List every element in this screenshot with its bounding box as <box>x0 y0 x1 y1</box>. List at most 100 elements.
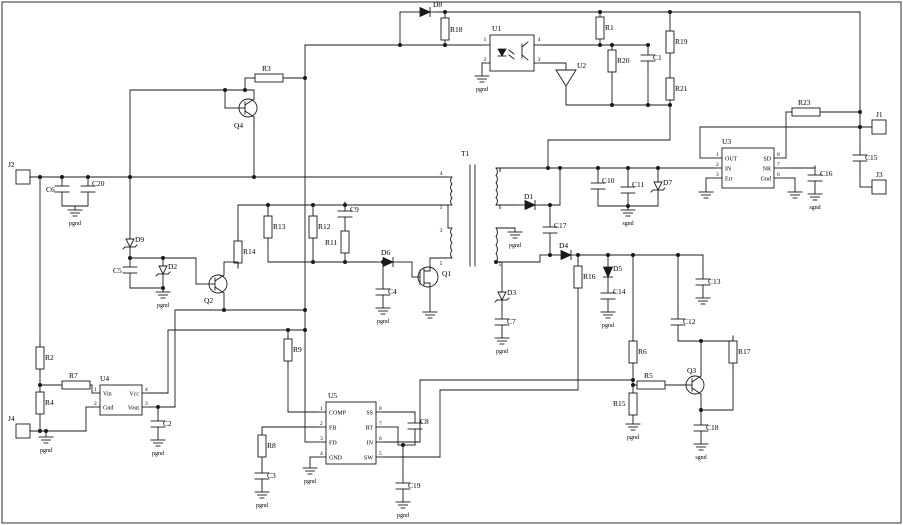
junction-dot <box>155 404 160 409</box>
resistor-r15 <box>628 392 638 416</box>
junction-dot <box>631 377 636 382</box>
diode-d1 <box>524 199 536 211</box>
pin-number: 4 <box>538 37 541 43</box>
ground-label: pgnd <box>397 513 409 519</box>
pin-number: 1 <box>440 205 443 211</box>
label-d7: D7 <box>663 178 672 187</box>
label-r7: R7 <box>69 371 78 380</box>
ic-pin-label: OUT <box>725 157 738 163</box>
ic-pin-label: NR <box>763 167 771 173</box>
junction-dot <box>127 174 132 179</box>
label-c15: C15 <box>865 153 878 162</box>
ic-pin-label: COMP <box>329 411 347 417</box>
pin-number: 5 <box>379 451 382 457</box>
resistor-r16 <box>573 265 583 289</box>
junction-dot <box>265 202 270 207</box>
npn-q3 <box>691 387 702 395</box>
pin-number: 6 <box>379 436 382 442</box>
resistor-r11 <box>340 230 350 254</box>
label-r11: R11 <box>325 238 337 247</box>
ground-label: pgnd <box>627 435 639 441</box>
ic-pin-label: SD <box>763 157 771 163</box>
ic-pin-label: FB <box>329 426 336 432</box>
led-symbol <box>497 48 507 57</box>
pin-number: 6 <box>499 205 502 211</box>
label-c13: C13 <box>708 277 721 286</box>
junction-dot <box>342 259 347 264</box>
junction-dot <box>631 252 636 257</box>
junction-dot <box>285 327 290 332</box>
pin-number: 4 <box>320 451 323 457</box>
junction-dot <box>400 442 405 447</box>
label-r19: R19 <box>675 37 688 46</box>
label-j1: J1 <box>876 110 883 119</box>
zener_v-d9 <box>134 244 138 248</box>
resistor-r12 <box>308 215 318 239</box>
label-r5: R5 <box>644 371 653 380</box>
diode-d4 <box>560 249 572 261</box>
label-u4: U4 <box>100 374 109 383</box>
label-c20: C20 <box>92 179 105 188</box>
ground-label: pgnd <box>40 448 52 454</box>
junction-dot <box>548 252 553 257</box>
pin-number: 3 <box>538 57 541 63</box>
pin-number: 8 <box>379 406 382 412</box>
diode-d5 <box>602 266 614 278</box>
pin-number: 5 <box>499 262 502 268</box>
diode-d6 <box>382 256 394 268</box>
label-r4: R4 <box>45 398 54 407</box>
pin-number: 8 <box>777 152 780 158</box>
ic-pin-label: GND <box>329 456 343 462</box>
pin-number: 3 <box>145 401 148 407</box>
zener_v-d9 <box>122 246 126 250</box>
junction-dot <box>668 9 673 14</box>
junction-dot <box>699 338 704 343</box>
opto-u1 <box>508 54 515 60</box>
junction-dot <box>302 76 307 81</box>
pin-number: 6 <box>777 172 780 178</box>
label-c17: C17 <box>554 221 567 230</box>
ic-u5 <box>325 401 377 465</box>
label-d9: D9 <box>135 235 144 244</box>
resistor-r9 <box>283 338 293 362</box>
label-c3: C3 <box>267 471 276 480</box>
label-t1: T1 <box>461 149 470 158</box>
junction-dot <box>699 407 704 412</box>
transformer-winding <box>495 227 498 263</box>
optocoupler-u1 <box>489 34 535 72</box>
connector-j4 <box>15 423 31 439</box>
ic-pin-label: IN <box>725 167 732 173</box>
resistor-r20 <box>607 49 617 73</box>
label-r21: R21 <box>675 84 688 93</box>
junction-dot <box>242 88 247 93</box>
connector-j3 <box>871 179 887 195</box>
junction-dot <box>858 125 863 130</box>
junction-dot <box>646 103 651 108</box>
junction-dot <box>310 202 315 207</box>
ground-label: pgnd <box>377 319 389 325</box>
label-d6: D6 <box>381 248 390 257</box>
zener_v-d7 <box>662 187 666 191</box>
label-r3: R3 <box>262 64 271 73</box>
ground-label: pgnd <box>304 479 316 485</box>
pin-number: 8 <box>499 168 502 174</box>
resistor-r13 <box>263 215 273 239</box>
label-r20: R20 <box>617 56 630 65</box>
label-q2: Q2 <box>204 296 213 305</box>
zener_v-d3 <box>506 297 510 301</box>
junction-dot <box>38 428 43 433</box>
pnp-q4 <box>244 110 255 118</box>
junction-dot <box>38 174 43 179</box>
label-c2: C2 <box>163 419 172 428</box>
pin-number: 2 <box>484 57 487 63</box>
pin-number: 3 <box>320 436 323 442</box>
ground-label: pgnd <box>476 87 488 93</box>
npn-q2 <box>214 274 225 282</box>
label-r2: R2 <box>45 353 54 362</box>
pin-number: 3 <box>716 172 719 178</box>
ic-pin-label: RT <box>366 426 374 432</box>
transformer-winding <box>450 227 453 259</box>
ground-label: pgnd <box>256 503 268 509</box>
transformer-winding <box>495 167 498 206</box>
ic-pin-label: IN <box>367 441 374 447</box>
